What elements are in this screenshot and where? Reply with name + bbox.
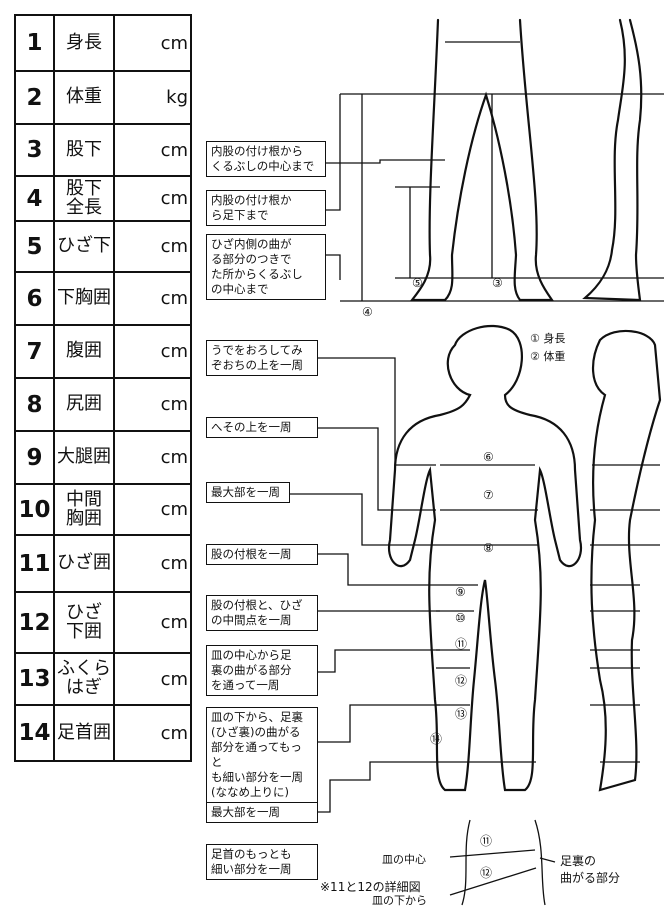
row-num: 1	[16, 16, 55, 70]
row-num: 5	[16, 222, 55, 271]
marker-14: ⑭	[430, 732, 442, 746]
row-label: 足首囲	[55, 706, 115, 760]
instruction-note: 内股の付け根か ら足下まで	[206, 190, 326, 226]
row-label: 体重	[55, 72, 115, 123]
marker-9: ⑨	[455, 585, 466, 599]
row-unit: cm	[160, 722, 188, 744]
instruction-note: へその上を一周	[206, 417, 318, 438]
instruction-note: 皿の下から、足裏 (ひざ裏)の曲がる 部分を通ってもっと も細い部分を一周 (な…	[206, 707, 318, 803]
row-label: 下胸囲	[55, 273, 115, 324]
row-unit: cm	[160, 188, 188, 209]
instruction-note: 最大部を一周	[206, 482, 290, 503]
row-unit: cm	[160, 447, 188, 468]
row-label: ふくら はぎ	[55, 654, 115, 704]
marker-3: ③	[492, 276, 503, 290]
row-label: 腹囲	[55, 326, 115, 377]
row-label: ひざ 下囲	[55, 593, 115, 652]
legend-height: ① 身長	[530, 332, 566, 345]
row-num: 7	[16, 326, 55, 377]
row-label: 股下 全長	[55, 177, 115, 220]
detail-below-label: 皿の下から	[372, 894, 427, 907]
marker-11: ⑪	[455, 637, 467, 651]
legs-front-outline	[409, 18, 555, 302]
row-unit: cm	[160, 499, 188, 520]
legend-weight: ② 体重	[530, 350, 566, 363]
detail-marker: ⑫	[480, 866, 492, 880]
instruction-note: うでをおろしてみ ぞおちの上を一周	[206, 340, 318, 376]
row-unit: cm	[160, 32, 188, 54]
instruction-note: 皿の中心から足 裏の曲がる部分 を通って一周	[206, 645, 318, 696]
row-num: 11	[16, 536, 55, 591]
instruction-note: 内股の付け根から くるぶしの中心まで	[206, 141, 326, 177]
instruction-note: 足首のもっとも 細い部分を一周	[206, 844, 318, 880]
row-unit: cm	[160, 668, 188, 690]
instruction-note: ひざ内側の曲が る部分のつきで た所からくるぶし の中心まで	[206, 234, 326, 300]
row-num: 12	[16, 593, 55, 652]
row-label: 身長	[55, 16, 115, 70]
row-label: 尻囲	[55, 379, 115, 430]
instruction-note: 最大部を一周	[206, 802, 318, 823]
instruction-note: 股の付根を一周	[206, 544, 318, 565]
row-unit: cm	[160, 236, 188, 257]
row-unit: cm	[160, 341, 188, 362]
row-num: 6	[16, 273, 55, 324]
row-num: 14	[16, 706, 55, 760]
row-unit: cm	[160, 553, 188, 574]
row-num: 8	[16, 379, 55, 430]
row-unit: cm	[160, 288, 188, 309]
row-label: ひざ囲	[55, 536, 115, 591]
marker-5: ⑤	[412, 276, 423, 290]
marker-12: ⑫	[455, 674, 467, 688]
marker-8: ⑧	[483, 541, 494, 555]
row-num: 13	[16, 654, 55, 704]
detail-center-label: 皿の中心	[382, 853, 426, 866]
detail-back-label: 足裏の 曲がる部分	[560, 854, 621, 885]
row-label: 中間 胸囲	[55, 485, 115, 534]
side-body-outline	[590, 329, 662, 792]
marker-4: ④	[362, 305, 373, 319]
row-unit: kg	[166, 87, 188, 108]
instruction-note: 股の付根と、ひざ の中間点を一周	[206, 595, 318, 631]
marker-10: ⑩	[455, 611, 466, 625]
row-num: 4	[16, 177, 55, 220]
row-label: 股下	[55, 125, 115, 175]
row-num: 3	[16, 125, 55, 175]
marker-6: ⑥	[483, 450, 494, 464]
detail-caption: ※11と12の詳細図	[320, 880, 421, 894]
detail-marker: ⑪	[480, 834, 492, 848]
row-num: 10	[16, 485, 55, 534]
front-body-outline	[387, 325, 583, 792]
row-num: 2	[16, 72, 55, 123]
row-num: 9	[16, 432, 55, 483]
leg-side-outline	[582, 18, 643, 302]
row-label: ひざ下	[55, 222, 115, 271]
row-unit: cm	[160, 139, 188, 161]
marker-7: ⑦	[483, 488, 494, 502]
marker-13: ⑬	[455, 707, 467, 721]
row-label: 大腿囲	[55, 432, 115, 483]
row-unit: cm	[160, 612, 188, 633]
row-unit: cm	[160, 394, 188, 415]
